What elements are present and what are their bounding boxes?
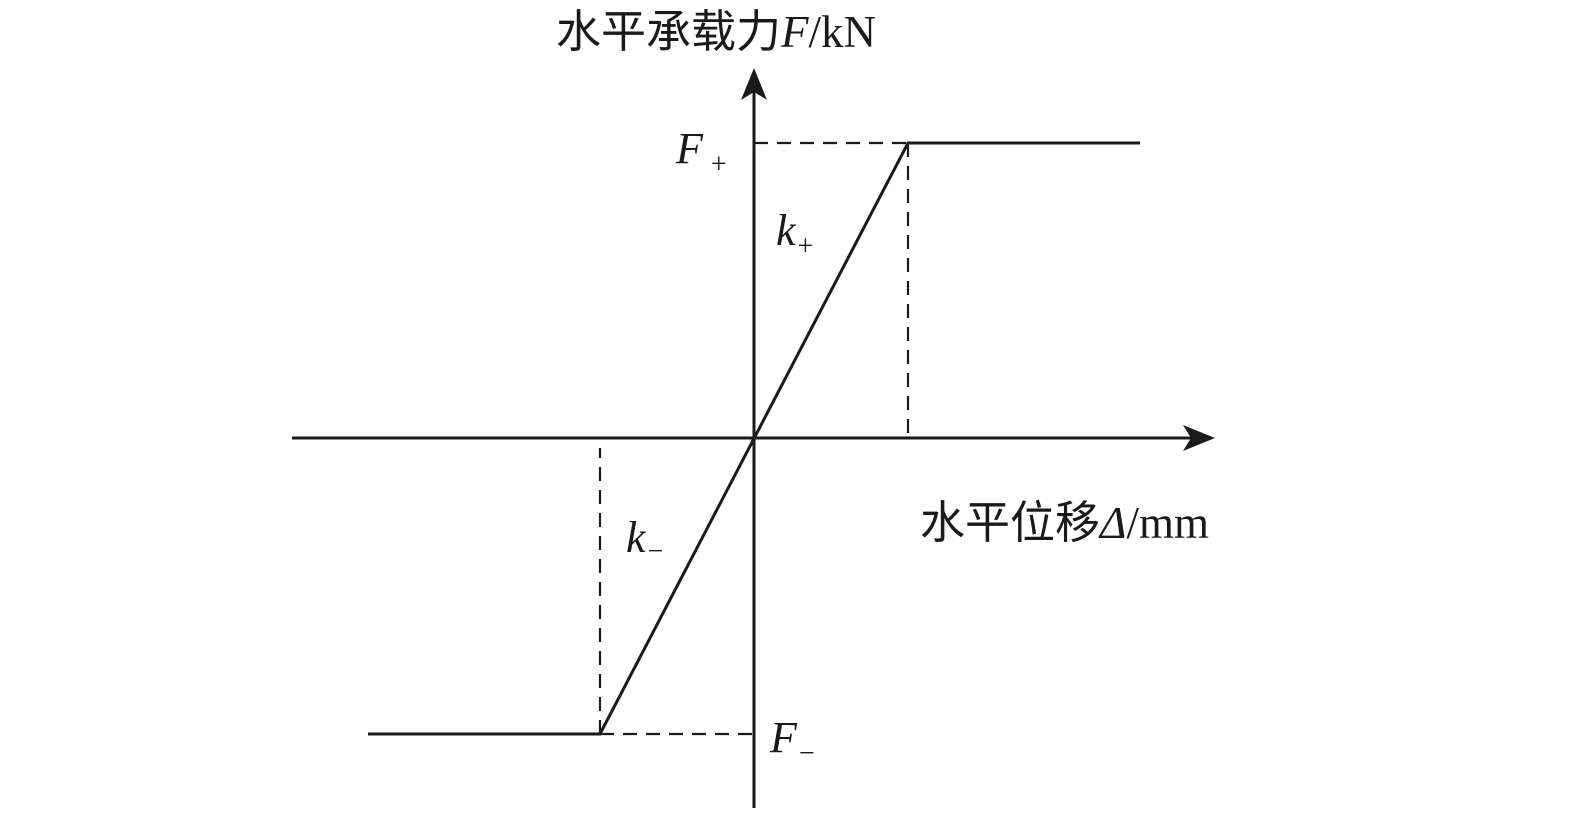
k-plus-symbol: k	[776, 206, 797, 255]
f-minus-symbol: F	[769, 713, 798, 762]
x-axis-label-unit: /mm	[1126, 498, 1209, 548]
y-axis-label-text: 水平承载力	[556, 5, 781, 58]
k-minus-symbol: k	[626, 513, 647, 562]
y-axis-label-unit: /kN	[809, 7, 877, 57]
f-plus-label: F+	[675, 124, 727, 180]
x-axis-label-symbol: Δ	[1098, 498, 1126, 548]
force-displacement-curve	[368, 141, 1140, 736]
f-plus-subscript: +	[711, 149, 727, 180]
x-axis-label-text: 水平位移	[920, 496, 1100, 549]
x-axis-label: 水平位移Δ/mm	[920, 496, 1209, 549]
k-minus-subscript: −	[648, 536, 664, 567]
k-plus-label: k+	[776, 206, 813, 262]
y-axis-label-symbol: F	[780, 7, 809, 57]
x-axis-arrow-icon	[1183, 425, 1215, 451]
y-axis-label: 水平承载力F/kN	[556, 5, 876, 58]
f-plus-symbol: F	[675, 124, 704, 173]
y-axis-arrow-icon	[741, 68, 767, 100]
f-minus-subscript: −	[799, 738, 815, 769]
f-minus-label: F−	[769, 713, 815, 769]
k-plus-subscript: +	[798, 231, 814, 262]
k-minus-label: k−	[626, 513, 663, 567]
